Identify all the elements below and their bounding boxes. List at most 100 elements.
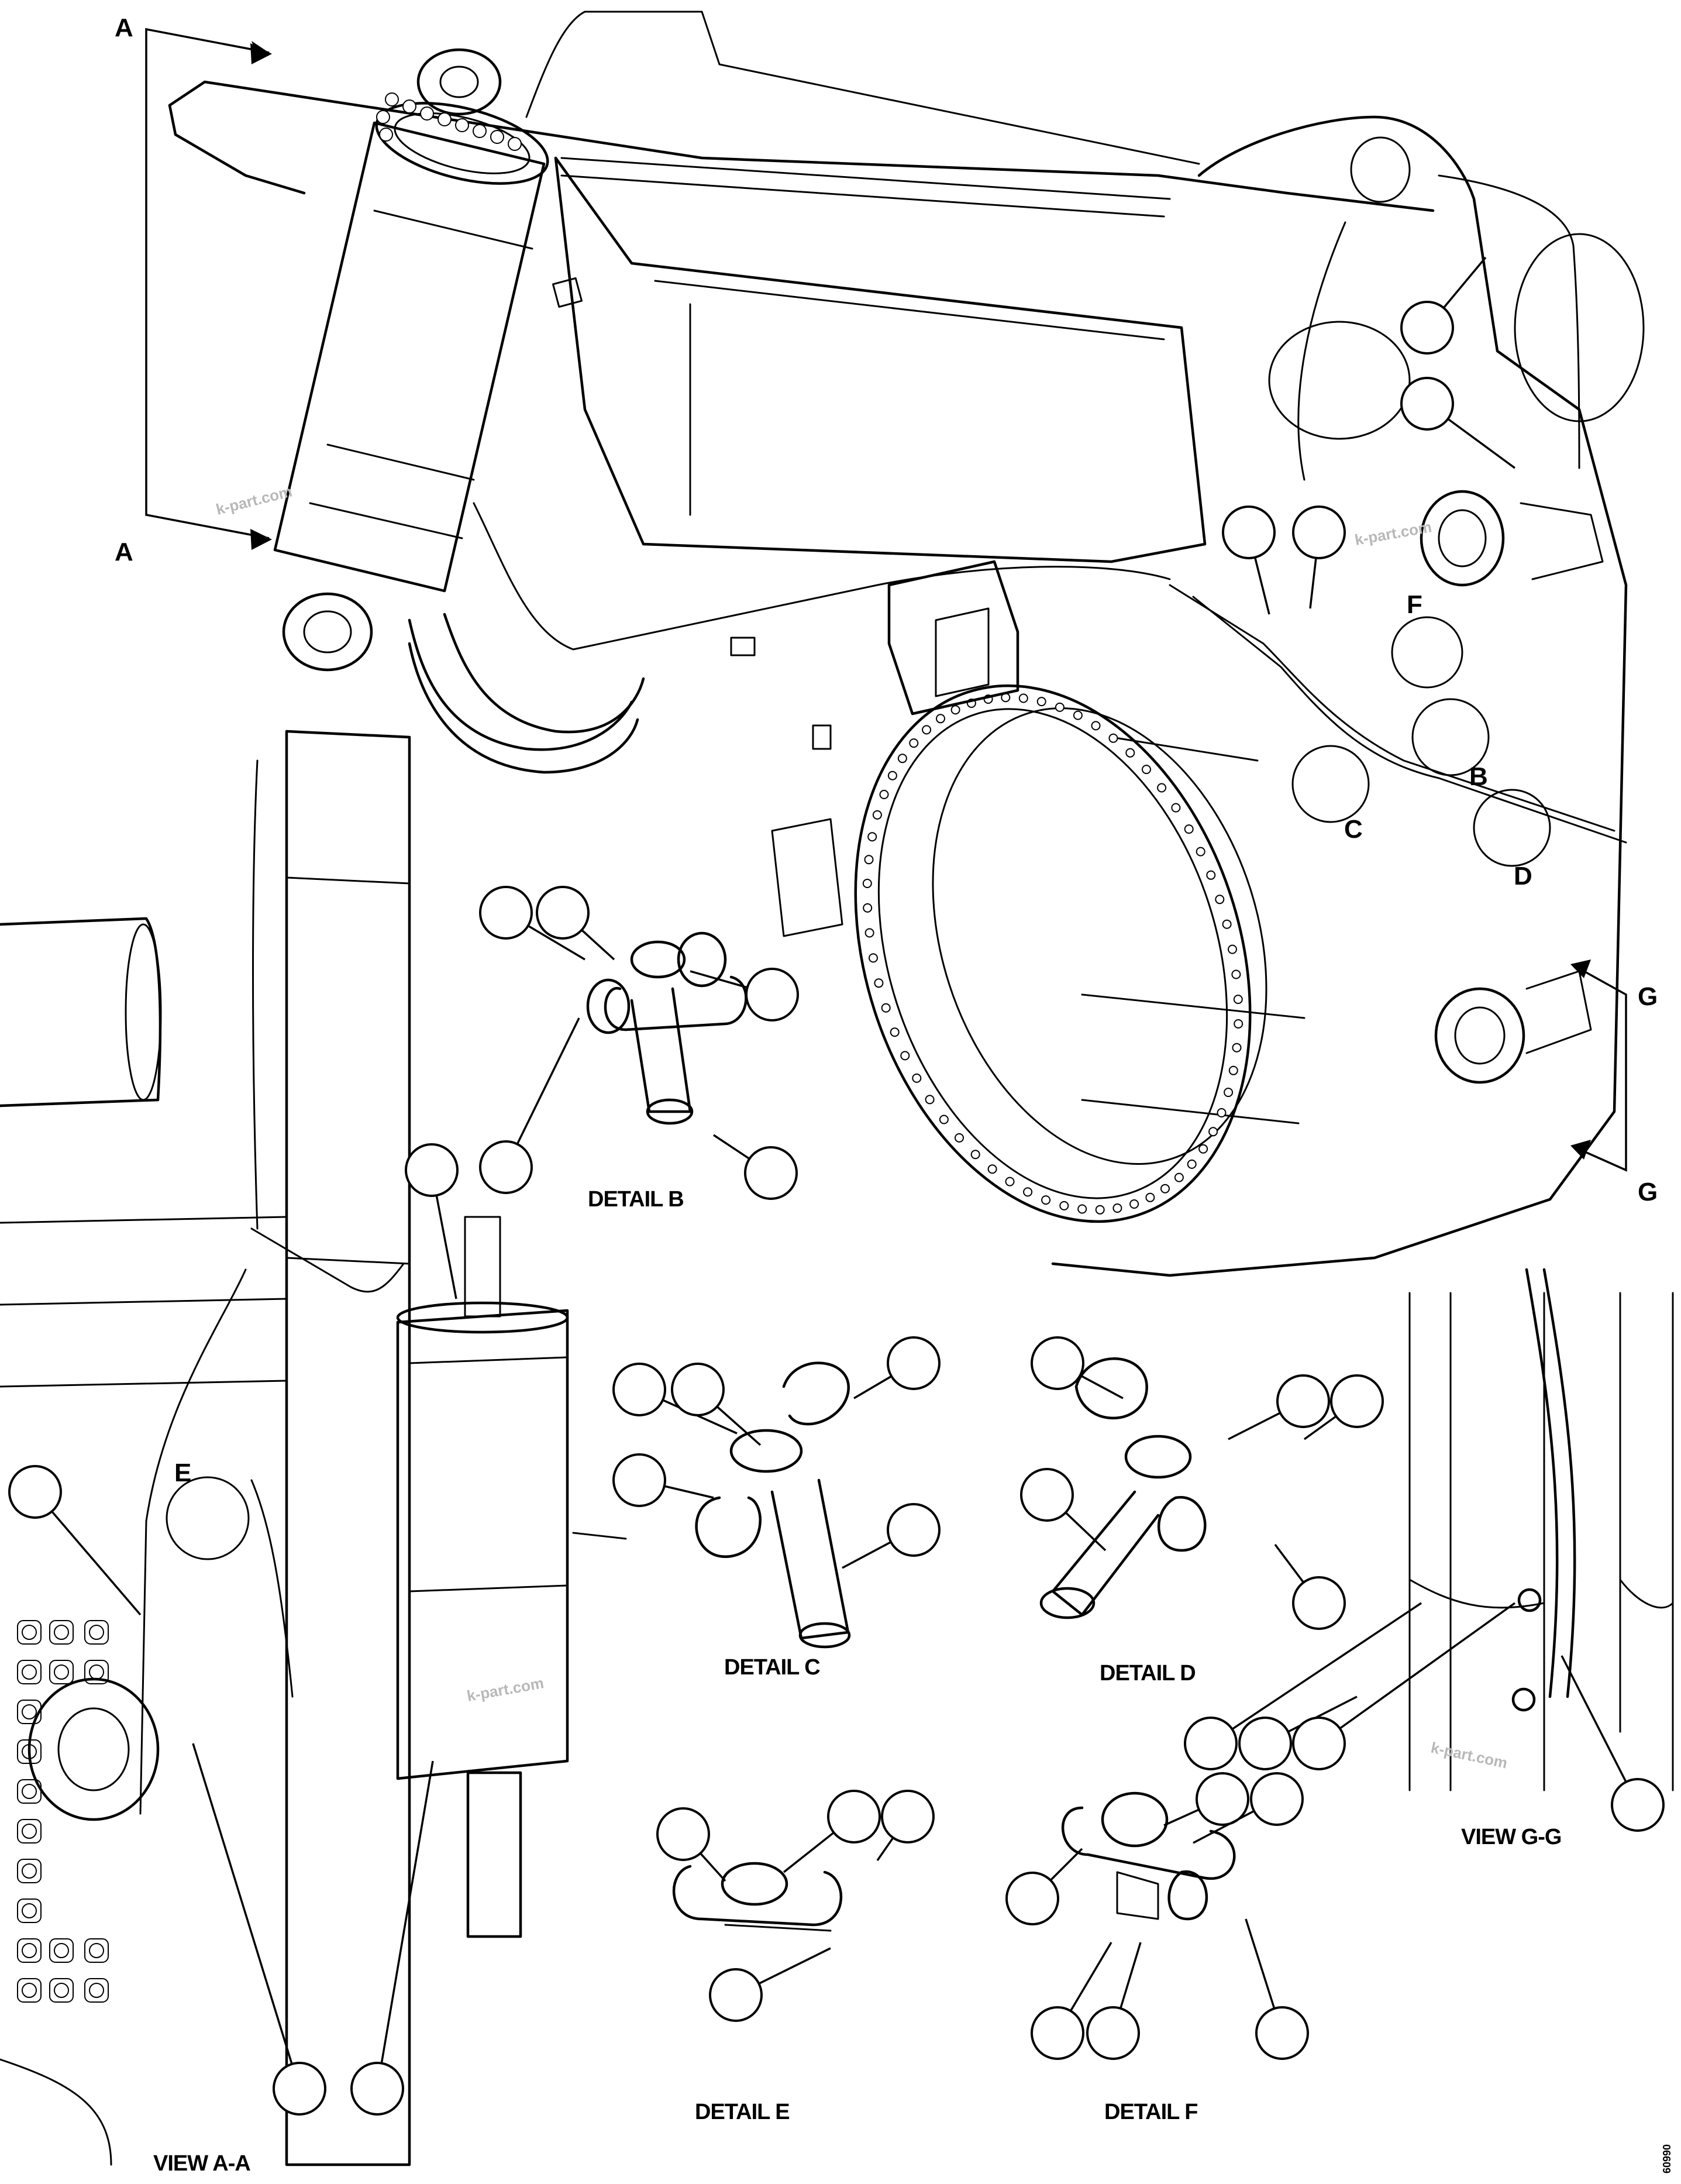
- ring-bolt-hole: [1217, 1108, 1227, 1117]
- detail-f-indicator: [1391, 616, 1463, 689]
- ring-bolt-hole: [1224, 1088, 1234, 1098]
- callout-balloon: [1400, 301, 1454, 355]
- callout-balloon: [1020, 1468, 1074, 1522]
- ring-bolt-hole: [1005, 1177, 1015, 1186]
- ring-bolt-hole: [863, 903, 873, 913]
- detail-c-indicator: [1291, 745, 1370, 823]
- ring-bolt-hole: [987, 1164, 997, 1174]
- callout-leader: [713, 1134, 750, 1160]
- ring-bolt-hole: [1077, 1204, 1087, 1214]
- bolt-head: [17, 1660, 42, 1684]
- callout-balloon: [8, 1465, 62, 1519]
- bolt-head: [17, 1898, 42, 1923]
- ring-bolt-hole: [912, 1073, 922, 1083]
- detail-b-clamp: [586, 931, 748, 1125]
- ring-bolt-hole: [1112, 1203, 1122, 1213]
- ring-bolt-hole: [1174, 1172, 1184, 1182]
- main-frame-assembly: [168, 11, 1645, 1277]
- bolt-head-center: [54, 1983, 69, 1998]
- ring-bolt-hole: [887, 771, 897, 780]
- callout-balloon: [745, 968, 799, 1022]
- callout-leader: [527, 924, 585, 961]
- callout-leader: [1447, 418, 1516, 469]
- ring-bolt-hole: [1222, 919, 1232, 929]
- callout-balloon: [744, 1146, 798, 1200]
- ring-bolt-hole: [1108, 733, 1118, 743]
- ring-bolt-hole: [874, 978, 884, 988]
- callout-balloon: [1276, 1374, 1330, 1428]
- ring-bolt-hole: [881, 1003, 891, 1013]
- section-marker-g-top: G: [1638, 982, 1658, 1011]
- bolt-head-center: [54, 1943, 69, 1958]
- callout-leader: [1561, 1655, 1627, 1783]
- ring-bolt-hole: [909, 738, 919, 748]
- ring-bolt-hole: [950, 705, 960, 715]
- ring-bolt-hole: [1233, 995, 1243, 1005]
- ring-bolt-hole: [1196, 847, 1205, 857]
- bolt-head-center: [89, 1943, 104, 1958]
- ring-bolt-hole: [1228, 944, 1237, 954]
- callout-balloon: [273, 2062, 326, 2116]
- ring-bolt-hole: [862, 879, 872, 888]
- watermark: k-part.com: [214, 483, 294, 518]
- callout-balloon: [709, 1968, 763, 2022]
- callout-leader: [1442, 256, 1487, 309]
- detail-c-clamp: [695, 1361, 851, 1649]
- ring-bolt-hole: [1215, 895, 1225, 904]
- callout-balloon: [1196, 1772, 1249, 1826]
- bolt-head-center: [22, 1625, 37, 1640]
- bolt-head: [84, 1660, 109, 1684]
- callout-leader: [876, 1837, 894, 1861]
- watermark: k-part.com: [466, 1674, 545, 1705]
- ring-bolt-hole: [1125, 748, 1135, 758]
- ring-bolt-hole: [1055, 702, 1065, 712]
- bolt-head: [17, 1819, 42, 1843]
- bolt-head-center: [22, 1704, 37, 1719]
- ring-bolt-hole: [1073, 710, 1083, 720]
- callout-leader: [516, 1017, 580, 1145]
- callout-leader: [783, 1831, 835, 1873]
- callout-balloon: [536, 886, 590, 940]
- bolt-head-center: [89, 1983, 104, 1998]
- ring-bolt-hole: [1234, 1019, 1243, 1029]
- ring-bolt-hole: [1184, 824, 1194, 834]
- callout-leader: [435, 1195, 457, 1299]
- section-g-arrows: [1570, 959, 1627, 1172]
- caption-view-a-a: VIEW A-A: [153, 2151, 250, 2176]
- callout-leader: [51, 1511, 142, 1616]
- bolt-head-center: [54, 1664, 69, 1680]
- callout-balloon: [887, 1336, 941, 1390]
- bolt-head: [17, 1978, 42, 2003]
- callout-balloon: [1400, 377, 1454, 431]
- caption-detail-b: DETAIL B: [588, 1187, 684, 1212]
- ring-bolt-hole: [1157, 783, 1167, 793]
- ring-bolt-hole: [1228, 1065, 1238, 1075]
- caption-detail-f: DETAIL F: [1104, 2100, 1197, 2124]
- bolt-head-center: [22, 1983, 37, 1998]
- ring-bolt-hole: [1129, 1199, 1139, 1209]
- section-marker-a-top: A: [115, 13, 133, 42]
- callout-leader: [842, 1541, 891, 1569]
- drawing-reference-number: 60990: [1661, 2144, 1673, 2173]
- ring-bolt-hole: [1142, 765, 1151, 775]
- bolt-head-center: [22, 1664, 37, 1680]
- callout-balloon: [1238, 1717, 1292, 1770]
- callout-leader: [716, 1405, 762, 1446]
- callout-leader: [1079, 1374, 1124, 1399]
- callout-balloon: [1222, 505, 1276, 559]
- callout-balloon: [1611, 1778, 1665, 1832]
- callout-leader: [1274, 1543, 1305, 1583]
- ring-bolt-hole: [1059, 1201, 1069, 1210]
- callout-leader: [1253, 557, 1270, 615]
- bolt-head-center: [22, 1943, 37, 1958]
- callout-balloon: [827, 1790, 881, 1843]
- bolt-head-center: [89, 1664, 104, 1680]
- ring-bolt-hole: [1231, 969, 1241, 979]
- watermark: k-part.com: [1429, 1739, 1509, 1772]
- bolt-head-center: [22, 1863, 37, 1879]
- ring-bolt-hole: [1171, 803, 1181, 813]
- bolt-head-center: [22, 1784, 37, 1799]
- callout-leader: [1245, 1918, 1276, 2009]
- ring-bolt-hole: [1206, 870, 1216, 880]
